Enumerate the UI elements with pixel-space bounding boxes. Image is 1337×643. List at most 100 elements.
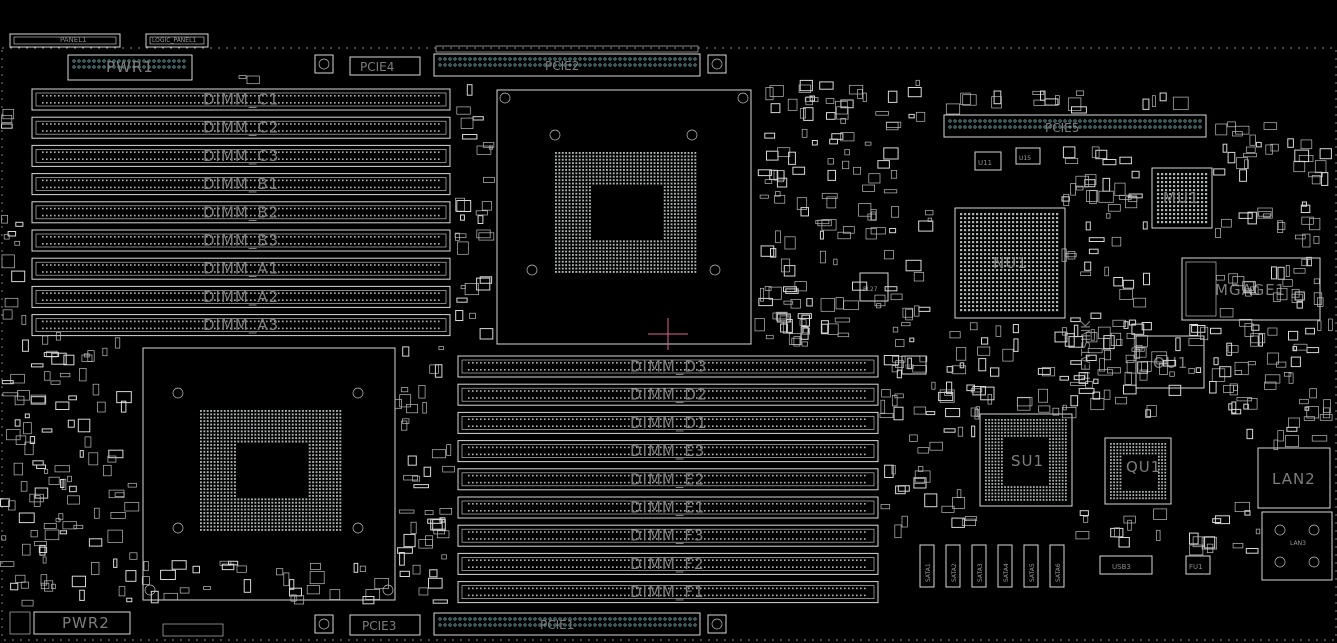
lan3-label: LAN3: [1290, 540, 1306, 547]
dimm-label: DIMM_A1: [203, 260, 279, 279]
lan3-connector[interactable]: LAN3: [1261, 511, 1333, 581]
panel-header[interactable]: PANEL1: [9, 33, 121, 48]
dimm-slot-dimm-a1[interactable]: DIMM_A1: [31, 257, 451, 280]
mount-hole-bottom-left-ring: [318, 618, 330, 630]
pl27-inductor[interactable]: PL27: [859, 272, 889, 302]
dimm-slot-dimm-f2[interactable]: DIMM_F2: [457, 552, 879, 575]
pcie4-slot[interactable]: PCIE4: [349, 56, 421, 76]
dimm-slot-dimm-e1[interactable]: DIMM_E1: [457, 496, 879, 519]
u3-label: U3: [905, 363, 915, 371]
qu1-label: QU1: [1126, 458, 1161, 476]
dimm-slot-dimm-d1[interactable]: DIMM_D1: [457, 411, 879, 434]
lan2-connector[interactable]: LAN2: [1257, 447, 1331, 509]
mount-hole-bottom-right-ring: [711, 618, 723, 630]
pwr1-connector[interactable]: PWR1: [67, 54, 193, 81]
u11-chip[interactable]: U11: [974, 151, 1002, 171]
dimm-slot-dimm-a3[interactable]: DIMM_A3: [31, 314, 451, 337]
su1-label: SU1: [1011, 452, 1044, 470]
sata-label: SATA4: [1003, 563, 1010, 582]
pcie1-label: PCIE1: [540, 618, 574, 632]
sata-port-1[interactable]: SATA1: [919, 544, 935, 588]
pcie2-slot[interactable]: PCIE2: [433, 45, 701, 77]
nu1-label: NU1: [993, 254, 1028, 272]
dimm-slot-dimm-b2[interactable]: DIMM_B2: [31, 201, 451, 224]
u11-label: U11: [978, 159, 992, 167]
pcie1-slot[interactable]: PCIE1: [433, 612, 701, 636]
mount-hole-top-left: [314, 54, 334, 74]
pcie3-slot[interactable]: PCIE3: [349, 614, 421, 636]
heatsink-label: HEATSINK: [1079, 320, 1093, 380]
su1-chip[interactable]: SU1: [979, 413, 1073, 507]
sata-label: SATA3: [977, 563, 984, 582]
heatsink-outline: HEATSINK: [1079, 320, 1093, 380]
cpu-socket-top[interactable]: [496, 89, 752, 345]
u15-label: U15: [1019, 155, 1031, 162]
sata-port-4[interactable]: SATA4: [997, 544, 1013, 588]
sata-label: SATA2: [951, 563, 958, 582]
cpu-socket-bottom[interactable]: [142, 347, 396, 601]
dimm-slot-dimm-d2[interactable]: DIMM_D2: [457, 383, 879, 406]
usb3-connector[interactable]: USB3: [1099, 555, 1153, 575]
dimm-slot-dimm-b1[interactable]: DIMM_B1: [31, 173, 451, 196]
mu1-chip[interactable]: MU1: [1151, 167, 1213, 229]
pwr2-connector[interactable]: PWR2: [33, 611, 131, 635]
dimm-slot-dimm-f3[interactable]: DIMM_F3: [457, 524, 879, 547]
u15-chip[interactable]: U15: [1015, 147, 1041, 165]
sw-panel-label: LOGIC_PANEL1: [152, 37, 196, 44]
dimm-label: DIMM_A3: [203, 316, 279, 335]
sata-label: SATA6: [1055, 563, 1062, 582]
mount-hole-top-left-ring: [318, 58, 330, 70]
dimm-label: DIMM_F3: [630, 527, 705, 546]
dimm-label: DIMM_E1: [630, 499, 705, 518]
pcie2-label: PCIE2: [545, 59, 579, 73]
dimm-label: DIMM_D2: [630, 386, 707, 405]
passive-components: [0, 75, 1333, 607]
fu1-label: FU1: [1189, 563, 1203, 571]
cursor-crosshair: [648, 318, 688, 350]
sata-port-2[interactable]: SATA2: [945, 544, 961, 588]
dimm-left-group: DIMM_C1DIMM_C2DIMM_C3DIMM_B1DIMM_B2DIMM_…: [31, 88, 451, 337]
dimm-label: DIMM_E2: [630, 470, 705, 489]
dimm-slot-dimm-c1[interactable]: DIMM_C1: [31, 88, 451, 111]
sata-port-6[interactable]: SATA6: [1049, 544, 1065, 588]
nu1-chip[interactable]: NU1: [954, 207, 1066, 319]
dimm-slot-dimm-c2[interactable]: DIMM_C2: [31, 116, 451, 139]
pcie5-slot[interactable]: PCIE5: [943, 114, 1207, 138]
pcie4-label: PCIE4: [360, 60, 394, 74]
mount-hole-top-right-ring: [711, 58, 723, 70]
sata-port-3[interactable]: SATA3: [971, 544, 987, 588]
dimm-label: DIMM_E3: [630, 442, 705, 461]
dimm-slot-dimm-e3[interactable]: DIMM_E3: [457, 440, 879, 463]
pcie3-label: PCIE3: [362, 619, 396, 633]
dimm-label: DIMM_B2: [203, 203, 279, 222]
pwr2-label: PWR2: [62, 614, 110, 632]
dimm-slot-dimm-e2[interactable]: DIMM_E2: [457, 468, 879, 491]
dimm-label: DIMM_D3: [630, 358, 707, 377]
usb3-label: USB3: [1112, 563, 1131, 571]
mount-hole-bottom-left: [314, 614, 334, 634]
bottom-left-header: [9, 611, 31, 635]
pl27-label: PL27: [863, 286, 878, 293]
fu1-fuse[interactable]: FU1: [1185, 555, 1211, 575]
sata-group: SATA1 SATA2 SATA3 SATA4 SATA5 SATA6: [919, 544, 1065, 588]
board-edge: [1, 47, 1337, 641]
dimm-slot-dimm-c3[interactable]: DIMM_C3: [31, 144, 451, 167]
dimm-slot-dimm-f1[interactable]: DIMM_F1: [457, 581, 879, 604]
u3-chip[interactable]: U3: [901, 355, 927, 375]
dimm-slot-dimm-d3[interactable]: DIMM_D3: [457, 355, 879, 378]
dimm-label: DIMM_F1: [630, 583, 705, 602]
ou1-label: OU1: [1153, 354, 1188, 372]
dimm-label: DIMM_C2: [203, 119, 279, 138]
dimm-slot-dimm-b3[interactable]: DIMM_B3: [31, 229, 451, 252]
sata-label: SATA1: [925, 563, 932, 582]
pwr1-label: PWR1: [106, 58, 154, 76]
sata-port-5[interactable]: SATA5: [1023, 544, 1039, 588]
mount-hole-top-right: [707, 54, 727, 74]
sata-label: SATA5: [1029, 563, 1036, 582]
dimm-slot-dimm-a2[interactable]: DIMM_A2: [31, 285, 451, 308]
qu1-chip[interactable]: QU1: [1104, 437, 1172, 505]
sw-panel-header[interactable]: LOGIC_PANEL1: [145, 33, 209, 48]
mount-hole-bottom-right: [707, 614, 727, 634]
